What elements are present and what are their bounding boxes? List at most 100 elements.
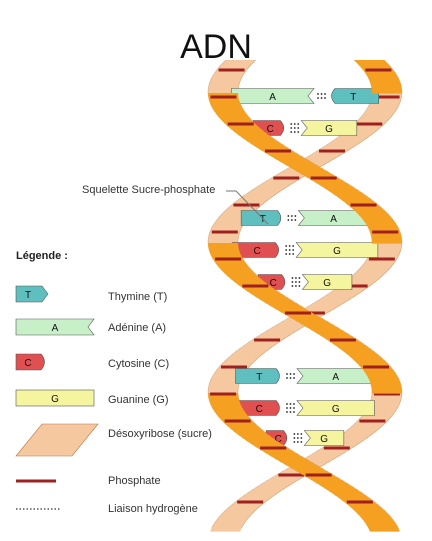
backbone-segment xyxy=(358,117,392,121)
backbone-segment xyxy=(357,213,391,217)
backbone-segment xyxy=(281,462,317,466)
legend-label-guanine: Guanine (G) xyxy=(108,394,169,406)
backbone-segment xyxy=(367,405,399,409)
backbone-segment xyxy=(235,132,270,136)
hydrogen-bond-dot xyxy=(294,219,297,221)
backbone-segment xyxy=(340,432,375,436)
backbone-segment xyxy=(362,219,395,223)
backbone-segment xyxy=(348,426,383,430)
backbone-segment xyxy=(208,399,240,403)
backbone-segment xyxy=(321,186,357,190)
hydrogen-bond-dot xyxy=(287,215,290,217)
backbone-segment xyxy=(271,156,307,160)
backbone-segment xyxy=(211,225,244,229)
backbone-segment xyxy=(213,72,246,76)
hydrogen-bond-dot xyxy=(295,285,297,287)
cytosine-shape xyxy=(231,242,279,258)
backbone-segment xyxy=(350,357,385,361)
hydrogen-bond-dot xyxy=(290,215,293,217)
hydrogen-bond-dot xyxy=(300,433,303,435)
hydrogen-bond-dot xyxy=(300,437,303,439)
backbone-segment xyxy=(258,483,294,487)
backbone-strand-back xyxy=(207,59,403,532)
cytosine-letter: C xyxy=(256,404,263,415)
backbone-segment xyxy=(215,519,248,523)
hydrogen-bond-dot xyxy=(293,123,296,125)
guanine-base: G xyxy=(295,242,379,258)
backbone-segment xyxy=(266,303,302,307)
hydrogen-bond-dot xyxy=(286,377,288,379)
backbone-segment xyxy=(225,357,260,361)
backbone-segment xyxy=(301,324,338,328)
hydrogen-bond-dot xyxy=(289,407,292,409)
backbone-segment xyxy=(368,528,400,532)
backbone-segment xyxy=(216,264,249,268)
legend-label-desoxyribose: Désoxyribose (sucre) xyxy=(108,428,212,440)
backbone-segment xyxy=(208,243,239,247)
backbone-segment xyxy=(286,165,322,169)
backbone-segment xyxy=(222,360,256,364)
backbone-segment xyxy=(209,102,242,106)
backbone-segment xyxy=(229,504,263,508)
legend-symbol-thymine: T xyxy=(15,285,49,303)
backbone-segment xyxy=(256,297,292,301)
backbone-segment xyxy=(357,63,391,67)
guanine-base: G xyxy=(296,400,375,416)
legend-label-phosphate: Phosphate xyxy=(108,475,161,487)
backbone-segment xyxy=(303,156,339,160)
backbone-segment xyxy=(263,480,298,484)
backbone-segment xyxy=(271,456,307,460)
hydrogen-bond-dot xyxy=(320,93,323,95)
backbone-segment xyxy=(369,381,401,385)
backbone-segment xyxy=(371,396,402,400)
cytosine-shape xyxy=(235,400,280,416)
backbone-segment xyxy=(352,273,386,277)
hydrogen-bond-dot xyxy=(289,403,292,405)
backbone-segment xyxy=(371,390,402,394)
cytosine-letter: C xyxy=(254,246,261,257)
page-title: ADN xyxy=(180,28,252,66)
thymine-letter: T xyxy=(260,214,266,225)
backbone-segment xyxy=(208,237,239,241)
legend-shape xyxy=(15,389,95,407)
backbone-segment xyxy=(208,387,239,391)
guanine-shape xyxy=(295,242,379,258)
thymine-base: T xyxy=(331,88,380,104)
guanine-letter: G xyxy=(320,434,328,445)
thymine-letter: T xyxy=(256,372,262,383)
backbone-segment xyxy=(211,375,244,379)
backbone-segment xyxy=(225,507,260,511)
backbone-segment xyxy=(313,300,349,304)
legend-shape xyxy=(15,353,45,371)
legend-symbol-letter: T xyxy=(25,290,31,301)
thymine-shape xyxy=(240,210,282,226)
backbone-segment xyxy=(239,135,274,139)
backbone-segment xyxy=(312,480,347,484)
backbone-segment xyxy=(318,297,354,301)
backbone-segment xyxy=(208,99,240,103)
cytosine-base: C xyxy=(231,242,279,258)
backbone-segment xyxy=(209,402,242,406)
backbone-segment xyxy=(244,342,280,346)
cytosine-letter: C xyxy=(270,278,277,289)
backbone-segment xyxy=(347,504,381,508)
backbone-segment xyxy=(362,369,395,373)
backbone-segment xyxy=(247,441,282,445)
thymine-shape xyxy=(235,368,280,384)
backbone-segment xyxy=(208,396,239,400)
hydrogen-bond-dot xyxy=(293,127,296,129)
backbone-segment xyxy=(219,513,253,517)
backbone-segment xyxy=(371,90,402,94)
legend-symbol-adenine: A xyxy=(15,318,95,336)
hydrogen-bond-dot xyxy=(298,277,301,279)
backbone-segment xyxy=(271,306,307,310)
cytosine-base: C xyxy=(235,400,280,416)
backbone-segment xyxy=(244,192,280,196)
backbone-segment xyxy=(210,78,242,82)
hydrogen-bond-dot xyxy=(294,215,297,217)
hydrogen-bond-dot xyxy=(297,127,300,129)
backbone-segment xyxy=(335,345,370,349)
backbone-segment xyxy=(214,261,247,265)
backbone-segment xyxy=(212,408,245,412)
backbone-segment xyxy=(366,75,399,79)
